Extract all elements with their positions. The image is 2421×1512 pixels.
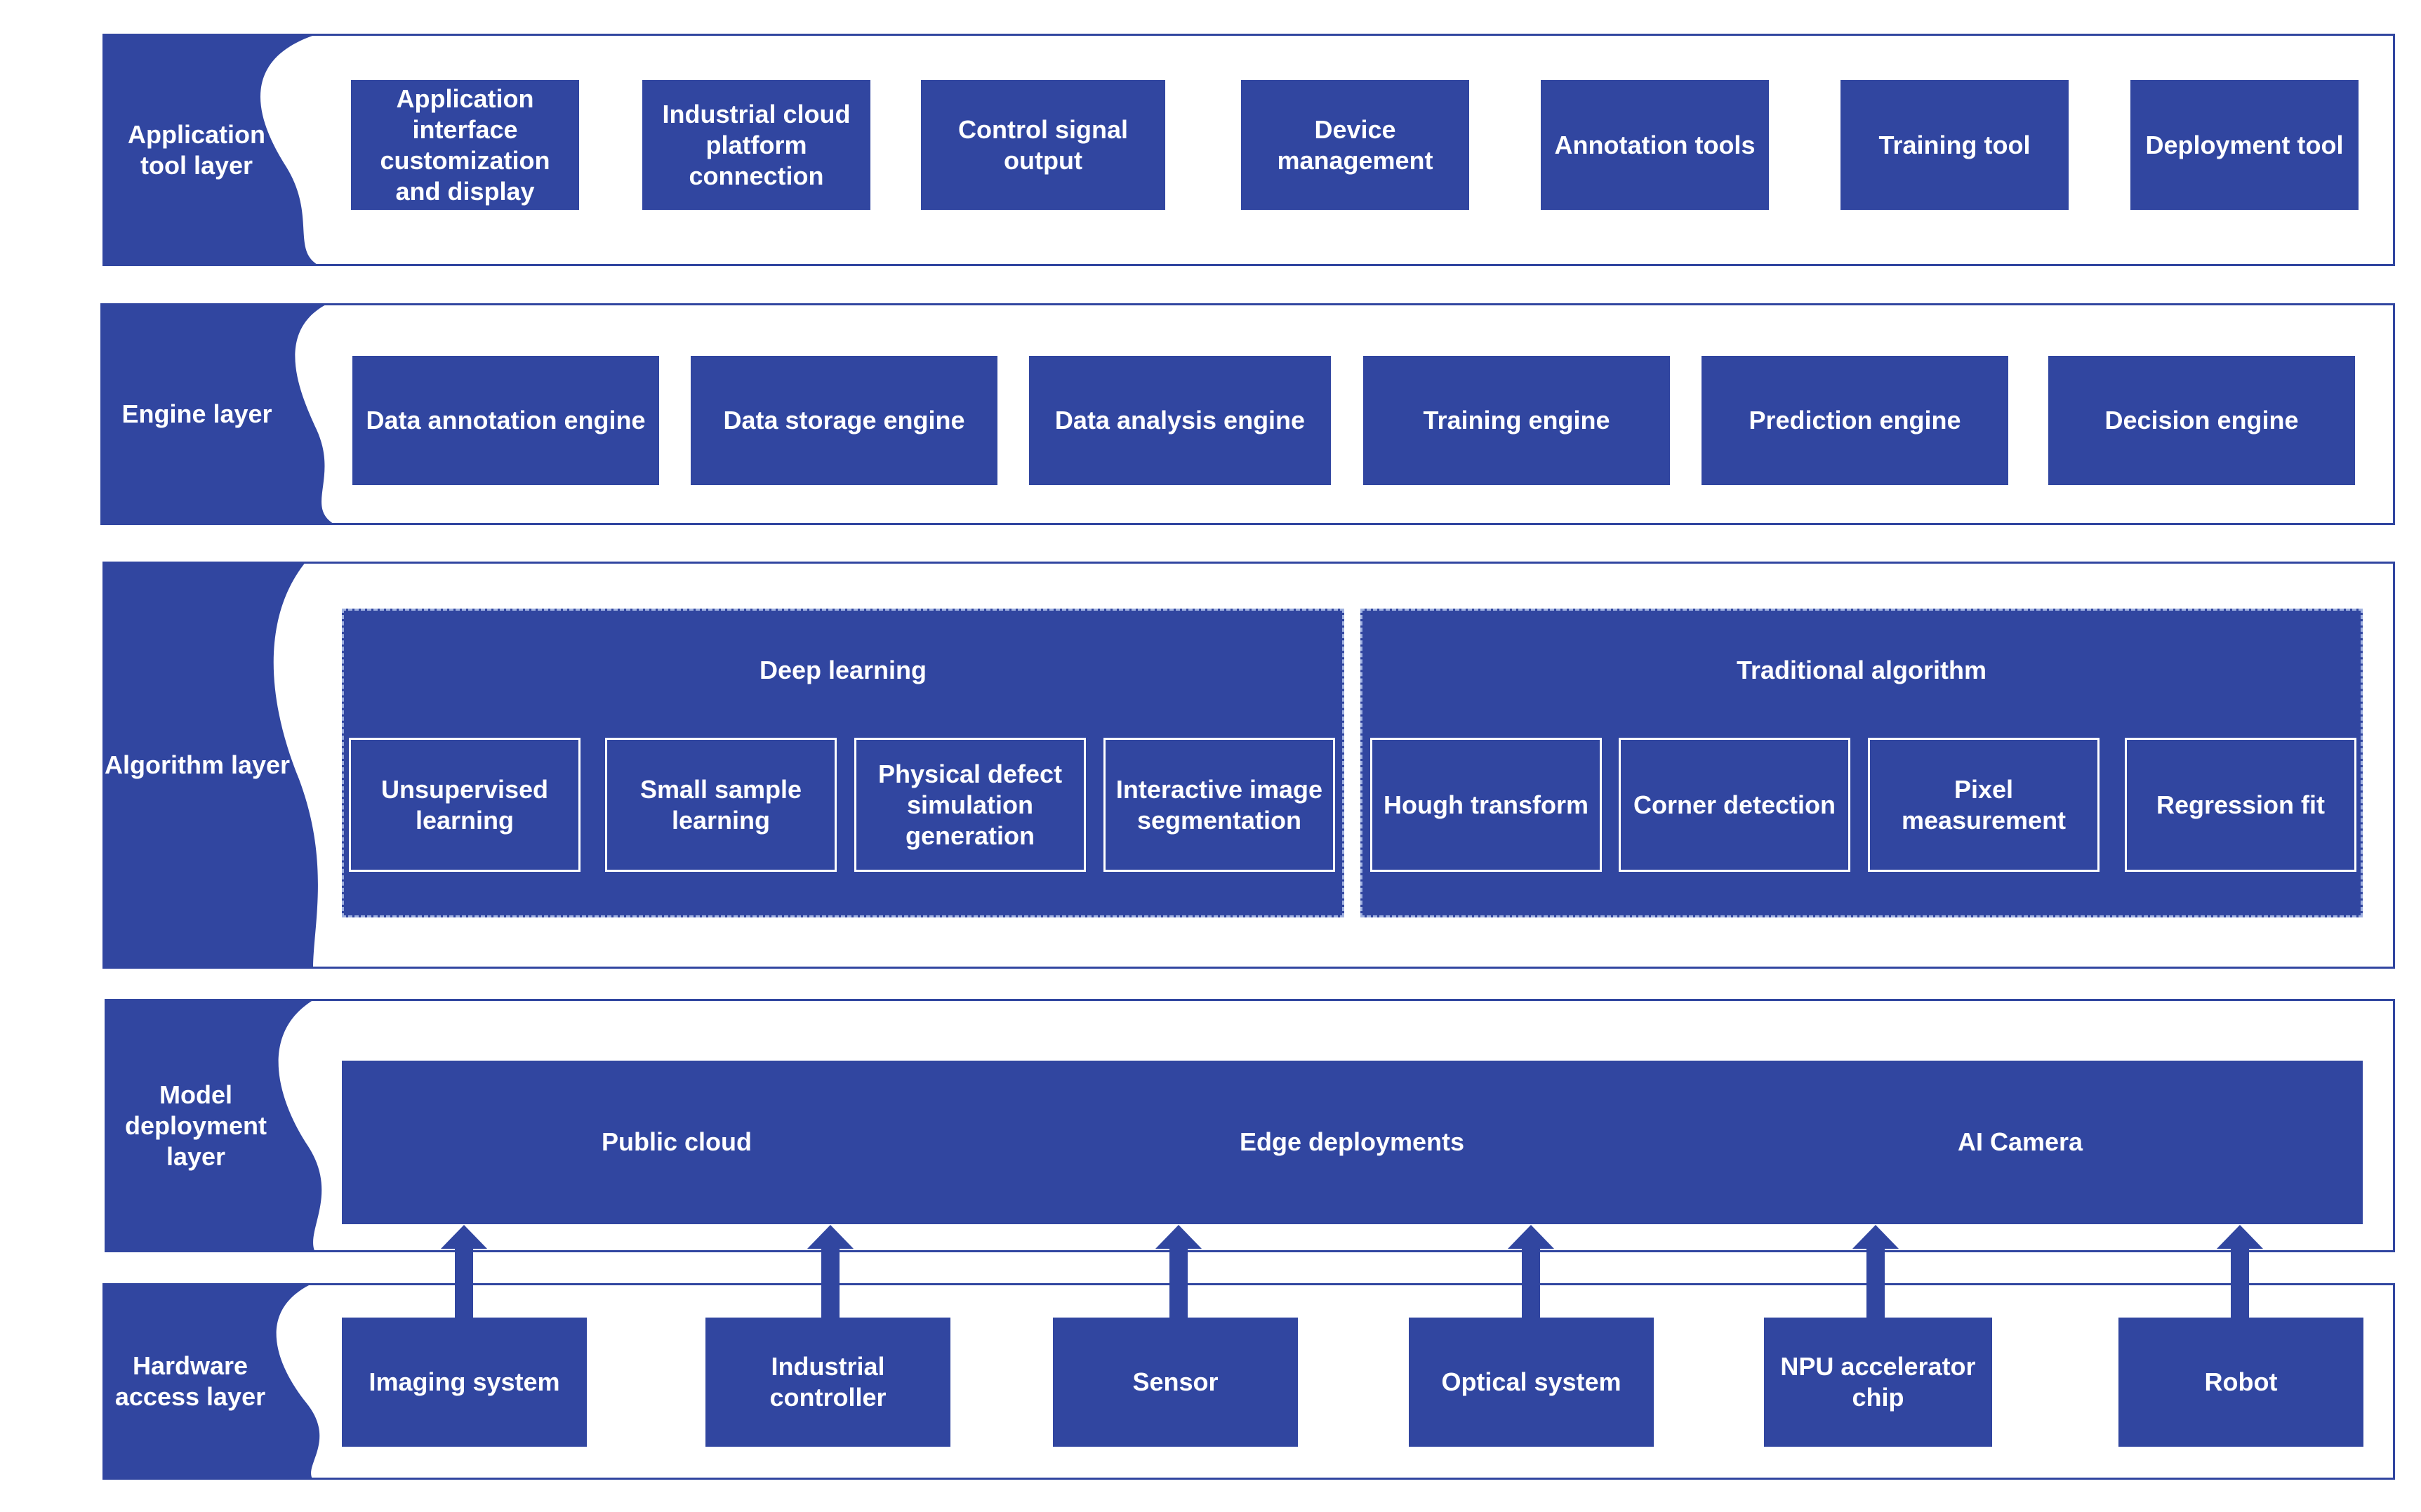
app-item-cloud-platform: Industrial cloud platform connection: [642, 80, 870, 210]
deploy-item-public-cloud: Public cloud: [601, 1127, 752, 1156]
deep-item-small-sample: Small sample learning: [605, 738, 837, 872]
deep-learning-title: Deep learning: [759, 656, 927, 684]
app-item-interface-customization: Application interface customization and …: [351, 80, 579, 210]
deep-item-unsupervised: Unsupervised learning: [349, 738, 581, 872]
algorithm-layer-sidebar: Algorithm layer: [102, 562, 341, 969]
arrow-up-icon: [807, 1225, 854, 1318]
engine-item-decision: Decision engine: [2048, 356, 2355, 485]
arrow-up-icon: [441, 1225, 487, 1318]
engine-item-data-annotation: Data annotation engine: [352, 356, 659, 485]
application-layer-label: Application tool layer: [128, 119, 265, 180]
app-item-deployment-tool: Deployment tool: [2130, 80, 2359, 210]
deploy-item-edge: Edge deployments: [1239, 1127, 1465, 1156]
arrow-up-icon: [1852, 1225, 1899, 1318]
deploy-item-ai-camera: AI Camera: [1957, 1127, 2083, 1156]
trad-item-hough: Hough transform: [1370, 738, 1602, 872]
deployment-layer-label: Model deployment layer: [124, 1080, 267, 1171]
arrow-up-icon: [2217, 1225, 2263, 1318]
deep-learning-group: Deep learning: [342, 609, 1344, 917]
hw-item-robot: Robot: [2118, 1318, 2363, 1447]
engine-layer-label: Engine layer: [121, 399, 272, 428]
hardware-layer-sidebar: Hardware access layer: [102, 1283, 341, 1480]
app-item-device-management: Device management: [1241, 80, 1469, 210]
deep-item-image-segmentation: Interactive image segmentation: [1103, 738, 1335, 872]
engine-item-prediction: Prediction engine: [1702, 356, 2008, 485]
deep-item-defect-simulation: Physical defect simulation generation: [854, 738, 1086, 872]
hw-item-industrial-controller: Industrial controller: [705, 1318, 950, 1447]
engine-item-data-analysis: Data analysis engine: [1029, 356, 1331, 485]
app-item-control-signal: Control signal output: [921, 80, 1165, 210]
deployment-layer-sidebar: Model deployment layer: [105, 999, 343, 1252]
arrow-up-icon: [1508, 1225, 1554, 1318]
hw-item-npu-chip: NPU accelerator chip: [1764, 1318, 1992, 1447]
engine-item-training: Training engine: [1363, 356, 1670, 485]
traditional-algorithm-title: Traditional algorithm: [1736, 656, 1987, 684]
algorithm-layer-label: Algorithm layer: [104, 750, 291, 779]
trad-item-regression: Regression fit: [2125, 738, 2356, 872]
app-item-annotation-tools: Annotation tools: [1541, 80, 1769, 210]
trad-item-pixel: Pixel measurement: [1868, 738, 2100, 872]
traditional-algorithm-group: Traditional algorithm: [1360, 609, 2363, 917]
deployment-bar: [342, 1061, 2363, 1224]
arrow-up-icon: [1155, 1225, 1202, 1318]
app-item-training-tool: Training tool: [1840, 80, 2069, 210]
hw-item-imaging-system: Imaging system: [342, 1318, 587, 1447]
hardware-layer-label: Hardware access layer: [114, 1351, 266, 1411]
engine-layer-sidebar: Engine layer: [100, 303, 339, 525]
trad-item-corner: Corner detection: [1619, 738, 1850, 872]
hw-item-sensor: Sensor: [1053, 1318, 1298, 1447]
application-layer-sidebar: Application tool layer: [102, 34, 341, 266]
hw-item-optical-system: Optical system: [1409, 1318, 1654, 1447]
engine-item-data-storage: Data storage engine: [691, 356, 997, 485]
